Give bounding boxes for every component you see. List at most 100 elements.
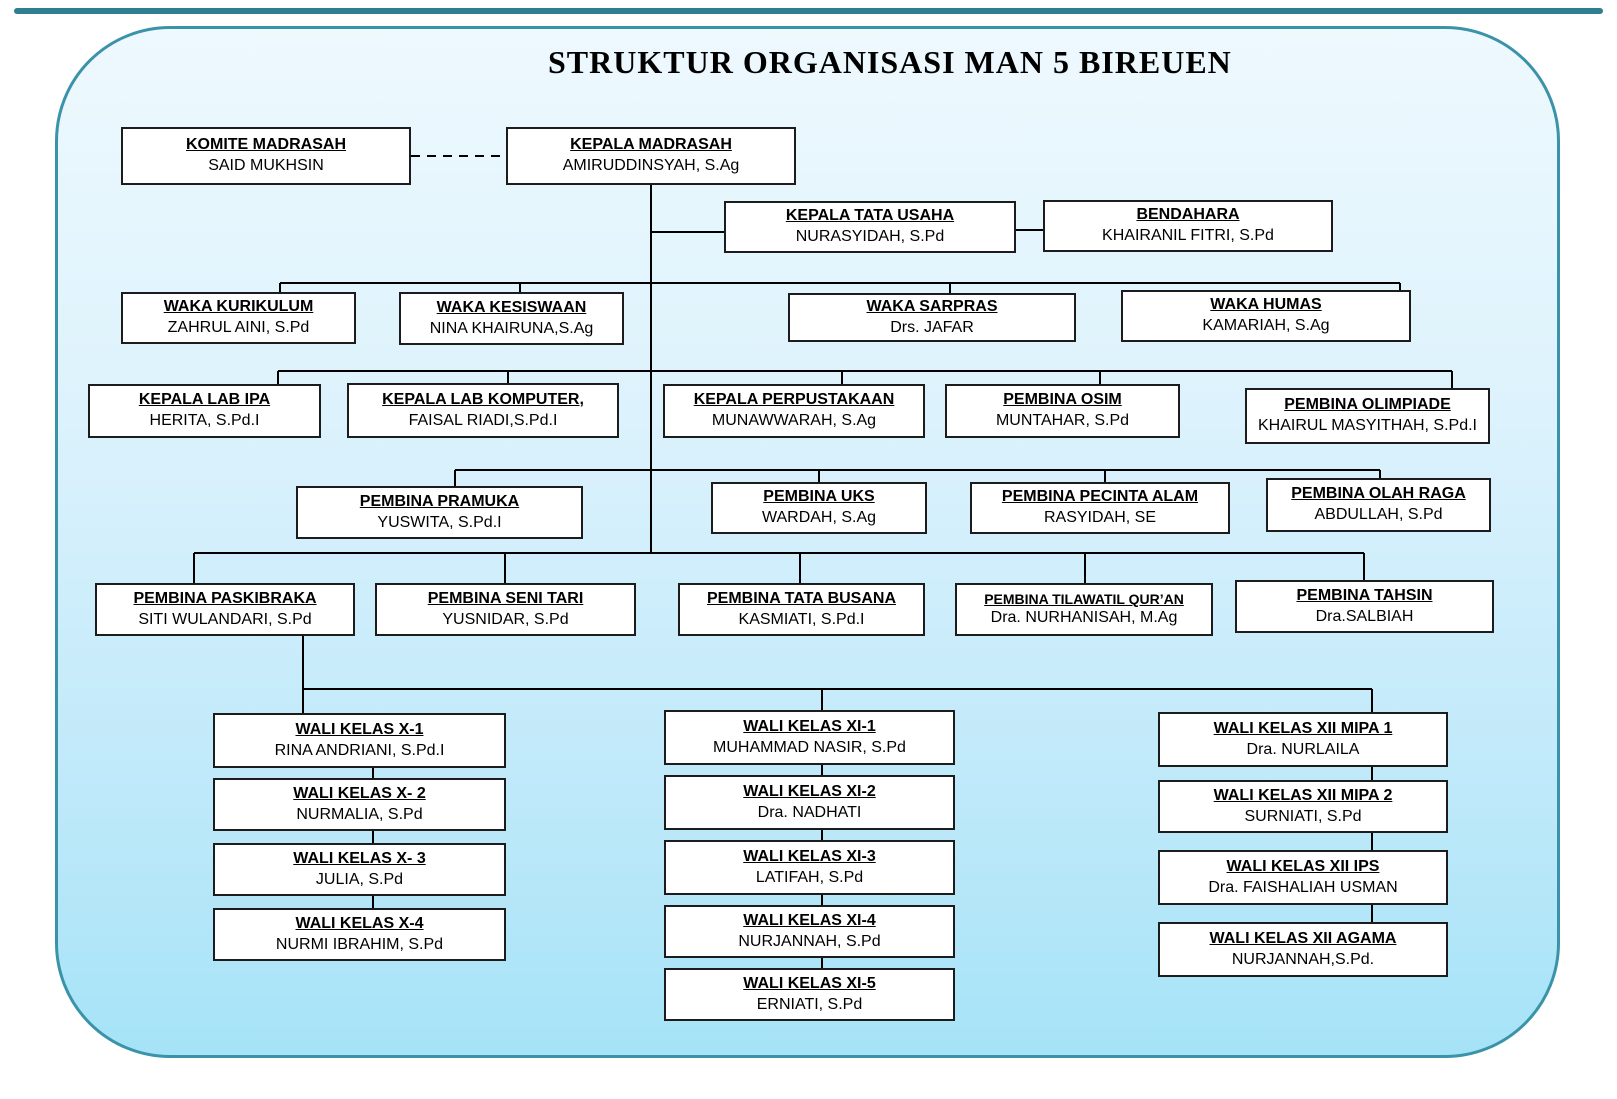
- role-title: BENDAHARA: [1136, 206, 1240, 224]
- org-box-pembina-pecinta-alam: PEMBINA PECINTA ALAM RASYIDAH, SE: [970, 482, 1230, 534]
- org-box-wali-kelas-xi1: WALI KELAS XI-1 MUHAMMAD NASIR, S.Pd: [664, 710, 955, 765]
- role-title: WAKA SARPRAS: [866, 297, 998, 315]
- org-box-komite-madrasah: KOMITE MADRASAH SAID MUKHSIN: [121, 127, 411, 185]
- role-title: PEMBINA OSIM: [1003, 391, 1122, 409]
- org-box-waka-sarpras: WAKA SARPRAS Drs. JAFAR: [788, 293, 1076, 342]
- role-title: PEMBINA PECINTA ALAM: [1001, 488, 1199, 506]
- role-title: WALI KELAS XI-5: [743, 974, 876, 992]
- chart-title: STRUKTUR ORGANISASI MAN 5 BIREUEN: [548, 44, 1232, 80]
- role-title: WALI KELAS XII MIPA 2: [1213, 786, 1393, 804]
- org-box-waka-humas: WAKA HUMAS KAMARIAH, S.Ag: [1121, 290, 1411, 342]
- role-title: WAKA KESISWAAN: [436, 298, 587, 316]
- org-box-pembina-tahsin: PEMBINA TAHSIN Dra.SALBIAH: [1235, 580, 1494, 633]
- role-title: PEMBINA TILAWATIL QUR’AN: [984, 591, 1184, 607]
- org-box-pembina-uks: PEMBINA UKS WARDAH, S.Ag: [711, 482, 927, 534]
- org-box-kepala-perpustakaan: KEPALA PERPUSTAKAAN MUNAWWARAH, S.Ag: [663, 384, 925, 438]
- person-name: HERITA, S.Pd.I: [149, 412, 260, 429]
- person-name: KAMARIAH, S.Ag: [1202, 317, 1330, 334]
- role-title: KEPALA LAB IPA: [138, 391, 271, 409]
- role-title: KOMITE MADRASAH: [186, 136, 346, 154]
- person-name: KHAIRUL MASYITHAH, S.Pd.I: [1257, 417, 1477, 434]
- role-title: KEPALA MADRASAH: [570, 136, 732, 154]
- person-name: MUNTAHAR, S.Pd: [995, 412, 1130, 429]
- person-name: NURJANNAH, S.Pd: [738, 932, 881, 950]
- org-box-pembina-pramuka: PEMBINA PRAMUKA YUSWITA, S.Pd.I: [296, 486, 583, 539]
- org-box-wali-kelas-x4: WALI KELAS X-4 NURMI IBRAHIM, S.Pd: [213, 908, 506, 961]
- org-box-kepala-madrasah: KEPALA MADRASAH AMIRUDDINSYAH, S.Ag: [506, 127, 796, 185]
- person-name: NURJANNAH,S.Pd.: [1231, 950, 1375, 968]
- role-title: WALI KELAS X- 2: [293, 784, 426, 802]
- role-title: WALI KELAS XI-1: [743, 717, 876, 735]
- person-name: Dra. NURLAILA: [1246, 740, 1360, 758]
- role-title: WALI KELAS XII AGAMA: [1209, 929, 1397, 947]
- person-name: NURMALIA, S.Pd: [296, 805, 423, 823]
- role-title: KEPALA TATA USAHA: [785, 207, 955, 225]
- org-box-kepala-tata-usaha: KEPALA TATA USAHA NURASYIDAH, S.Pd: [724, 201, 1016, 253]
- role-title: PEMBINA OLAH RAGA: [1291, 485, 1466, 503]
- person-name: ABDULLAH, S.Pd: [1314, 506, 1443, 523]
- person-name: Dra. NADHATI: [757, 803, 862, 821]
- person-name: LATIFAH, S.Pd: [755, 868, 864, 886]
- person-name: KHAIRANIL FITRI, S.Pd: [1102, 227, 1274, 244]
- org-box-waka-kurikulum: WAKA KURIKULUM ZAHRUL AINI, S.Pd: [121, 292, 356, 344]
- role-title: WALI KELAS XI-2: [743, 782, 876, 800]
- person-name: Drs. JAFAR: [890, 318, 974, 336]
- role-title: WAKA KURIKULUM: [163, 298, 314, 316]
- org-box-bendahara: BENDAHARA KHAIRANIL FITRI, S.Pd: [1043, 200, 1333, 252]
- org-box-pembina-olimpiade: PEMBINA OLIMPIADE KHAIRUL MASYITHAH, S.P…: [1245, 388, 1490, 444]
- role-title: PEMBINA UKS: [763, 488, 875, 506]
- org-box-wali-kelas-x2: WALI KELAS X- 2 NURMALIA, S.Pd: [213, 778, 506, 831]
- org-box-wali-kelas-x1: WALI KELAS X-1 RINA ANDRIANI, S.Pd.I: [213, 713, 506, 768]
- role-title: KEPALA LAB KOMPUTER,: [382, 390, 584, 408]
- org-box-pembina-olah-raga: PEMBINA OLAH RAGA ABDULLAH, S.Pd: [1266, 478, 1491, 532]
- org-box-kepala-lab-komputer: KEPALA LAB KOMPUTER, FAISAL RIADI,S.Pd.I: [347, 383, 619, 438]
- org-box-waka-kesiswaan: WAKA KESISWAAN NINA KHAIRUNA,S.Ag: [399, 292, 624, 345]
- person-name: AMIRUDDINSYAH, S.Ag: [562, 157, 740, 174]
- role-title: WALI KELAS XII IPS: [1226, 857, 1380, 875]
- org-box-wali-kelas-xii-ips: WALI KELAS XII IPS Dra. FAISHALIAH USMAN: [1158, 850, 1448, 905]
- person-name: WARDAH, S.Ag: [761, 509, 877, 526]
- org-box-pembina-seni-tari: PEMBINA SENI TARI YUSNIDAR, S.Pd: [375, 583, 636, 636]
- person-name: ZAHRUL AINI, S.Pd: [167, 319, 310, 336]
- org-box-wali-kelas-xi5: WALI KELAS XI-5 ERNIATI, S.Pd: [664, 968, 955, 1021]
- person-name: NINA KHAIRUNA,S.Ag: [429, 319, 594, 337]
- org-box-pembina-paskibraka: PEMBINA PASKIBRAKA SITI WULANDARI, S.Pd: [95, 583, 355, 636]
- role-title: WALI KELAS XI-4: [743, 911, 876, 929]
- person-name: NURMI IBRAHIM, S.Pd: [275, 935, 444, 953]
- person-name: SURNIATI, S.Pd: [1244, 807, 1362, 825]
- org-box-wali-kelas-xi4: WALI KELAS XI-4 NURJANNAH, S.Pd: [664, 905, 955, 958]
- org-box-wali-kelas-xi3: WALI KELAS XI-3 LATIFAH, S.Pd: [664, 840, 955, 895]
- role-title: WAKA HUMAS: [1210, 296, 1322, 314]
- role-title: PEMBINA OLIMPIADE: [1284, 396, 1451, 414]
- person-name: Dra. NURHANISAH, M.Ag: [990, 609, 1178, 627]
- person-name: SAID MUKHSIN: [208, 157, 324, 174]
- role-title: PEMBINA TAHSIN: [1296, 586, 1433, 604]
- role-title: WALI KELAS X-4: [295, 914, 424, 932]
- role-title: PEMBINA PASKIBRAKA: [133, 589, 317, 607]
- person-name: YUSNIDAR, S.Pd: [442, 610, 569, 628]
- role-title: PEMBINA PRAMUKA: [359, 492, 520, 510]
- role-title: PEMBINA SENI TARI: [427, 589, 584, 607]
- top-border-strip: [14, 8, 1603, 14]
- org-box-pembina-osim: PEMBINA OSIM MUNTAHAR, S.Pd: [945, 384, 1180, 438]
- person-name: RINA ANDRIANI, S.Pd.I: [274, 741, 445, 759]
- role-title: PEMBINA TATA BUSANA: [706, 589, 897, 607]
- org-box-wali-kelas-x3: WALI KELAS X- 3 JULIA, S.Pd: [213, 843, 506, 896]
- person-name: MUNAWWARAH, S.Ag: [711, 412, 877, 429]
- person-name: Dra.SALBIAH: [1315, 607, 1414, 625]
- role-title: WALI KELAS X- 3: [293, 849, 426, 867]
- person-name: SITI WULANDARI, S.Pd: [138, 610, 312, 628]
- org-box-wali-kelas-xii-mipa1: WALI KELAS XII MIPA 1 Dra. NURLAILA: [1158, 712, 1448, 767]
- org-box-wali-kelas-xii-agama: WALI KELAS XII AGAMA NURJANNAH,S.Pd.: [1158, 922, 1448, 977]
- role-title: WALI KELAS X-1: [295, 720, 424, 738]
- person-name: KASMIATI, S.Pd.I: [738, 610, 865, 628]
- role-title: WALI KELAS XII MIPA 1: [1213, 719, 1393, 737]
- org-box-kepala-lab-ipa: KEPALA LAB IPA HERITA, S.Pd.I: [88, 384, 321, 438]
- person-name: ERNIATI, S.Pd: [756, 995, 863, 1013]
- person-name: JULIA, S.Pd: [315, 870, 404, 888]
- person-name: YUSWITA, S.Pd.I: [377, 513, 502, 531]
- role-title: KEPALA PERPUSTAKAAN: [693, 391, 895, 409]
- role-title: WALI KELAS XI-3: [743, 847, 876, 865]
- person-name: NURASYIDAH, S.Pd: [795, 228, 945, 245]
